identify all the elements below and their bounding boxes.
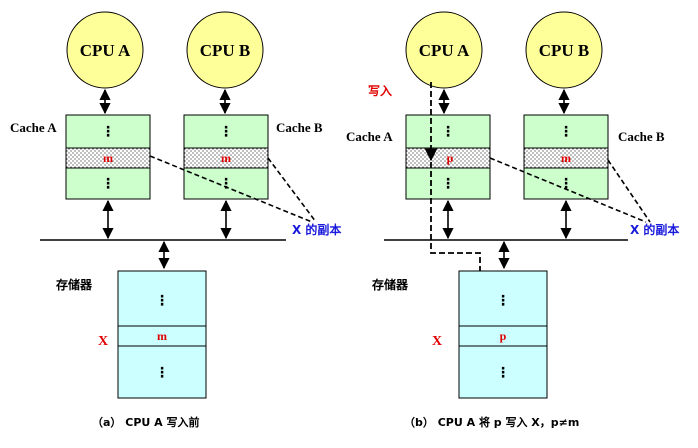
copy-label: X 的副本	[630, 222, 679, 237]
panel-a: CPU A CPU B ⋮ m ⋮ Cache A ⋮ m ⋮ Cache	[10, 11, 341, 429]
cache-b-value: m	[561, 151, 571, 165]
write-label: 写入	[368, 84, 392, 98]
memory-label: 存储器	[55, 277, 93, 292]
ellipsis: ⋮	[155, 293, 169, 309]
cache-a-value: m	[103, 151, 113, 165]
cpu-a-node: CPU A	[66, 11, 144, 89]
x-address-label: X	[432, 334, 442, 349]
ellipsis: ⋮	[219, 124, 233, 140]
ellipsis: ⋮	[441, 176, 455, 192]
memory-label: 存储器	[371, 277, 409, 292]
cache-b-label: Cache B	[276, 120, 323, 135]
ellipsis: ⋮	[441, 124, 455, 140]
ellipsis: ⋮	[155, 365, 169, 381]
copy-label: X 的副本	[292, 222, 341, 237]
caption-a: （a） CPU A 写入前	[92, 415, 200, 429]
memory-value: p	[500, 329, 507, 343]
cache-a-label: Cache A	[346, 129, 393, 144]
cache-b-label: Cache B	[618, 129, 665, 144]
cache-a-label: Cache A	[10, 120, 57, 135]
cpu-b-label: CPU B	[539, 41, 590, 60]
ellipsis: ⋮	[559, 176, 573, 192]
copy-pointer-b	[607, 159, 651, 223]
cpu-b-label: CPU B	[200, 41, 251, 60]
ellipsis: ⋮	[219, 176, 233, 192]
ellipsis: ⋮	[559, 124, 573, 140]
ellipsis: ⋮	[101, 124, 115, 140]
memory-block: ⋮ p ⋮	[458, 270, 548, 399]
cpu-a-label: CPU A	[419, 41, 470, 60]
ellipsis: ⋮	[496, 293, 510, 309]
caption-b: （b） CPU A 将 p 写入 X，p≠m	[404, 415, 579, 429]
ellipsis: ⋮	[496, 365, 510, 381]
cache-b-value: m	[221, 151, 231, 165]
cpu-b-node: CPU B	[186, 11, 264, 89]
memory-block: ⋮ m ⋮	[117, 270, 207, 399]
cpu-a-node: CPU A	[405, 11, 483, 89]
cache-a-block: ⋮ m ⋮	[65, 114, 151, 200]
x-address-label: X	[98, 334, 108, 349]
cache-a-block: ⋮ p ⋮	[405, 114, 491, 200]
memory-value: m	[157, 329, 167, 343]
panel-b: CPU A CPU B 写入 ⋮ p ⋮ Cache A ⋮ m ⋮ Cac	[346, 11, 679, 429]
cpu-a-label: CPU A	[80, 41, 131, 60]
copy-pointer-b	[267, 157, 317, 223]
cache-a-value: p	[447, 151, 454, 165]
copy-pointer-a	[489, 157, 647, 223]
cache-b-block: ⋮ m ⋮	[523, 114, 609, 200]
copy-pointer-a	[149, 155, 313, 223]
ellipsis: ⋮	[101, 176, 115, 192]
cache-b-block: ⋮ m ⋮	[183, 114, 269, 200]
cpu-b-node: CPU B	[525, 11, 603, 89]
